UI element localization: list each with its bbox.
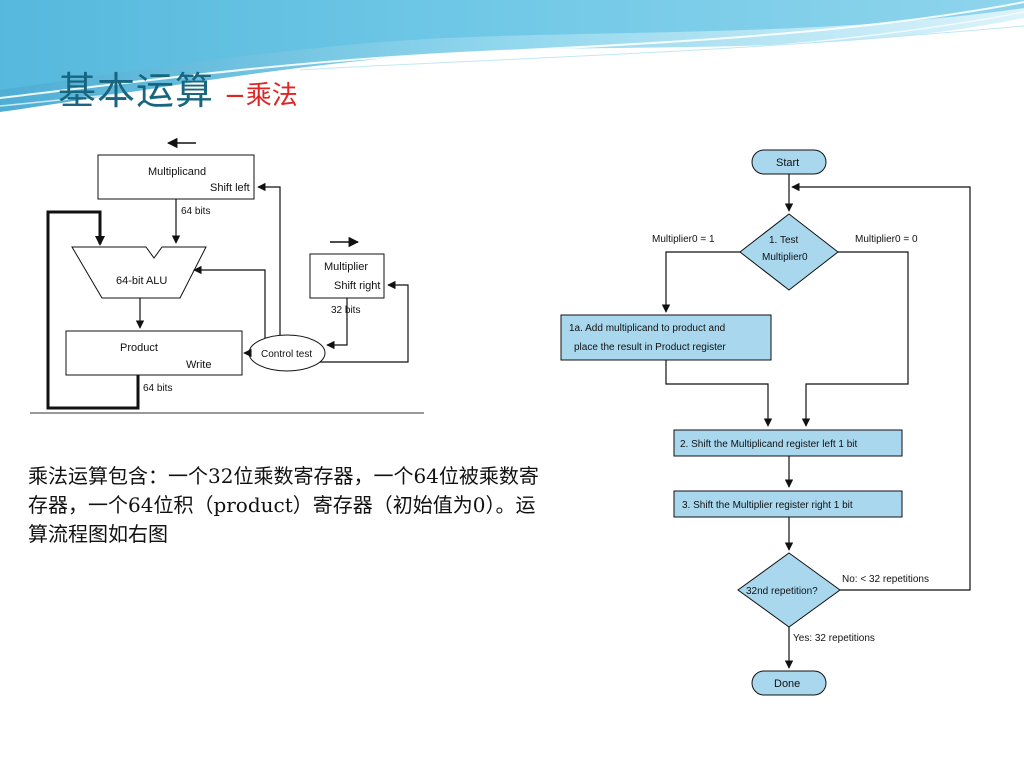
alu-label: 64-bit ALU	[116, 275, 167, 287]
flow-step-2	[673, 429, 903, 457]
control-test-label: Control test	[261, 349, 312, 360]
flow-1a-to-2-line	[665, 360, 773, 427]
flow-yes-label: Yes: 32 repetitions	[793, 633, 875, 644]
flow-branch-one-label: Multiplier0 = 1	[652, 234, 715, 245]
slide-title-sub: −乘法	[224, 81, 298, 111]
control-to-multiplier-wire	[320, 280, 409, 363]
control-to-alu-wire	[193, 265, 266, 338]
flow-step-3	[673, 490, 903, 518]
flow-branch-one-line	[661, 251, 740, 313]
slide-title: 基本运算 −乘法	[58, 60, 298, 115]
flow-test-diamond	[739, 213, 839, 291]
flow-branch-zero-line	[801, 251, 909, 427]
slide-title-main: 基本运算	[58, 69, 215, 113]
multiplication-hardware-diagram: Multiplicand Shift left 64 bits 64-bit A…	[30, 137, 424, 414]
multiplier-op: Shift right	[334, 280, 380, 292]
slide-description: 乘法运算包含：一个32位乘数寄存器，一个64位被乘数寄存器，一个64位积（pro…	[28, 464, 539, 546]
product-label: Product	[120, 342, 158, 354]
flow-no-loop-line	[791, 182, 971, 591]
header-wave-decoration	[0, 0, 1024, 112]
flow-done-label: Done	[774, 678, 800, 690]
multiplier-to-control-wire	[326, 298, 348, 350]
multiplicand-register	[97, 154, 255, 200]
multiplicand-op: Shift left	[210, 182, 250, 194]
flow-done	[751, 670, 827, 696]
flow-no-label: No: < 32 repetitions	[842, 574, 929, 585]
alu-shape	[71, 246, 207, 299]
multiplication-flowchart: Start 1. Test Multiplier0 Multiplier0 = …	[560, 149, 971, 696]
multiplicand-label: Multiplicand	[148, 166, 206, 178]
product-register	[65, 330, 243, 376]
product-op: Write	[186, 359, 211, 371]
flow-step-2-label: 2. Shift the Multiplicand register left …	[680, 439, 858, 450]
product-feedback-loop	[46, 210, 140, 410]
flow-step-1a-line2: place the result in Product register	[574, 342, 726, 353]
flow-repeat-question: 32nd repetition?	[746, 586, 818, 597]
control-to-multiplicand-wire	[257, 182, 281, 335]
flow-start-label: Start	[776, 157, 799, 169]
flow-branch-zero-label: Multiplier0 = 0	[855, 234, 918, 245]
flow-test-line1: 1. Test	[769, 235, 798, 246]
multiplier-register	[309, 253, 385, 299]
multiplier-width: 32 bits	[331, 305, 360, 316]
product-width: 64 bits	[143, 383, 172, 394]
multiplicand-width: 64 bits	[181, 206, 210, 217]
flow-step-1a	[560, 314, 772, 361]
flow-step-3-label: 3. Shift the Multiplier register right 1…	[682, 500, 853, 511]
flow-test-line2: Multiplier0	[762, 252, 808, 263]
multiplier-label: Multiplier	[324, 261, 368, 273]
flow-step-1a-line1: 1a. Add multiplicand to product and	[569, 323, 725, 334]
